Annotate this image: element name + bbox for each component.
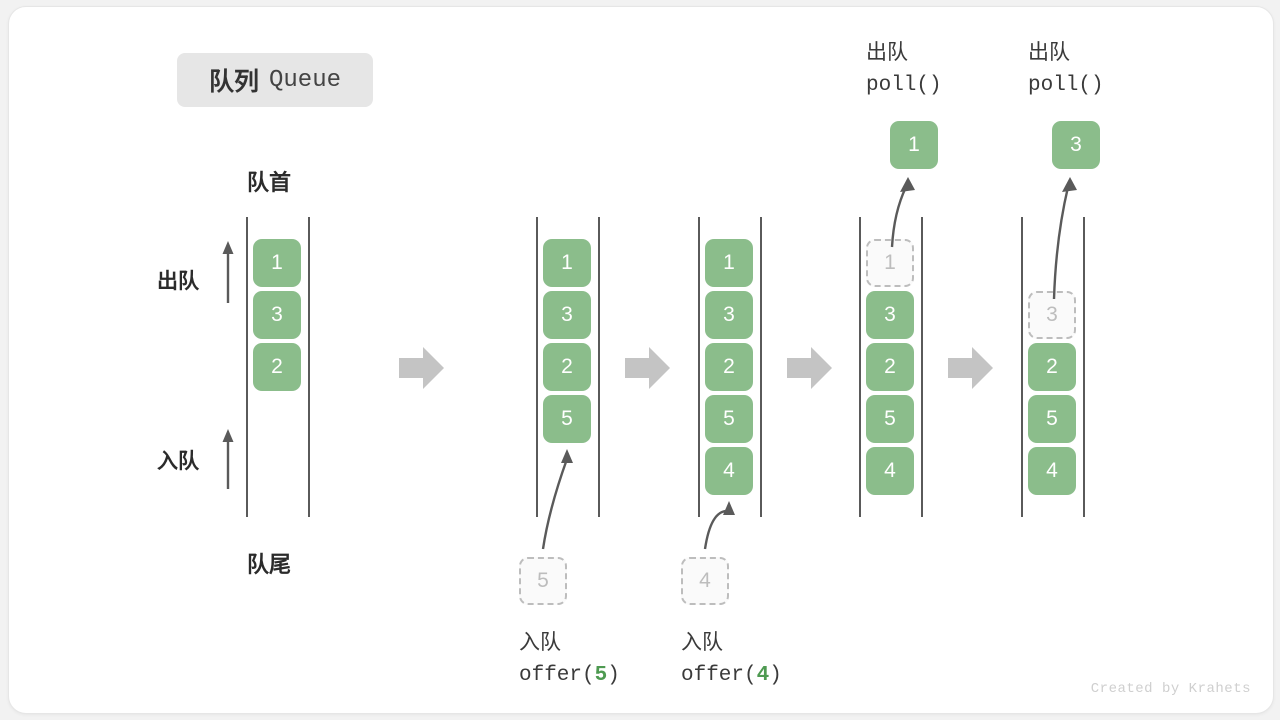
popped-cell-after-poll-3: 3: [1052, 121, 1100, 169]
op-label-code: offer(4): [681, 663, 782, 687]
queue-cell-after-poll-1-0: 1: [866, 239, 914, 287]
enqueue-direction-arrow: [222, 429, 234, 489]
title-english: Queue: [269, 66, 342, 94]
queue-cell-after-poll-3-4: 4: [1028, 447, 1076, 495]
watermark: Created by Krahets: [1090, 681, 1251, 697]
enqueue-op-label-after-offer-4: 入队 offer(4): [681, 627, 782, 692]
queue-cell-after-offer-5-1: 3: [543, 291, 591, 339]
step-arrow-1: [399, 347, 444, 389]
queue-tail-label: 队尾: [247, 552, 292, 577]
queue-cell-after-offer-4-4: 4: [705, 447, 753, 495]
diagram-title-chip: 队列 Queue: [177, 53, 373, 107]
dequeue-direction-arrow: [222, 241, 234, 303]
queue-cell-after-poll-1-2: 2: [866, 343, 914, 391]
queue-cell-after-offer-5-2: 2: [543, 343, 591, 391]
dequeue-side-label: 出队: [157, 270, 199, 293]
queue-rail-right: [760, 217, 762, 517]
op-label-cn: 出队: [1028, 41, 1070, 64]
incoming-ghost-cell-after-offer-5: 5: [519, 557, 567, 605]
queue-rail-left: [1021, 217, 1023, 517]
op-label-cn: 入队: [681, 631, 723, 654]
enqueue-op-label-after-offer-5: 入队 offer(5): [519, 627, 620, 692]
op-label-code: offer(5): [519, 663, 620, 687]
queue-rail-right: [308, 217, 310, 517]
op-label-code: poll(): [866, 73, 942, 97]
queue-cell-after-offer-4-1: 3: [705, 291, 753, 339]
enqueue-side-label: 入队: [157, 450, 199, 473]
queue-cell-after-offer-5-0: 1: [543, 239, 591, 287]
queue-rail-left: [859, 217, 861, 517]
queue-cell-initial-2: 2: [253, 343, 301, 391]
step-arrow-2: [625, 347, 670, 389]
queue-cell-after-offer-4-2: 2: [705, 343, 753, 391]
step-arrow-4: [948, 347, 993, 389]
queue-head-label: 队首: [247, 170, 292, 195]
queue-rail-left: [698, 217, 700, 517]
popped-cell-after-poll-1: 1: [890, 121, 938, 169]
queue-cell-after-offer-5-3: 5: [543, 395, 591, 443]
dequeue-op-label-after-poll-3: 出队 poll(): [1028, 37, 1104, 102]
queue-cell-initial-0: 1: [253, 239, 301, 287]
op-label-code: poll(): [1028, 73, 1104, 97]
step-arrow-3: [786, 347, 832, 389]
queue-cell-after-offer-4-3: 5: [705, 395, 753, 443]
queue-rail-right: [1083, 217, 1085, 517]
op-label-cn: 入队: [519, 631, 561, 654]
queue-rail-right: [921, 217, 923, 517]
queue-rail-left: [246, 217, 248, 517]
op-label-cn: 出队: [866, 41, 908, 64]
queue-cell-after-poll-1-4: 4: [866, 447, 914, 495]
title-chinese: 队列: [208, 68, 259, 96]
dequeue-op-label-after-poll-1: 出队 poll(): [866, 37, 942, 102]
queue-cell-initial-1: 3: [253, 291, 301, 339]
queue-cell-after-poll-1-3: 5: [866, 395, 914, 443]
queue-cell-after-poll-3-3: 5: [1028, 395, 1076, 443]
queue-rail-right: [598, 217, 600, 517]
queue-cell-after-poll-3-1: 3: [1028, 291, 1076, 339]
incoming-ghost-cell-after-offer-4: 4: [681, 557, 729, 605]
queue-cell-after-poll-1-1: 3: [866, 291, 914, 339]
queue-cell-after-offer-4-0: 1: [705, 239, 753, 287]
queue-cell-after-poll-3-2: 2: [1028, 343, 1076, 391]
queue-rail-left: [536, 217, 538, 517]
